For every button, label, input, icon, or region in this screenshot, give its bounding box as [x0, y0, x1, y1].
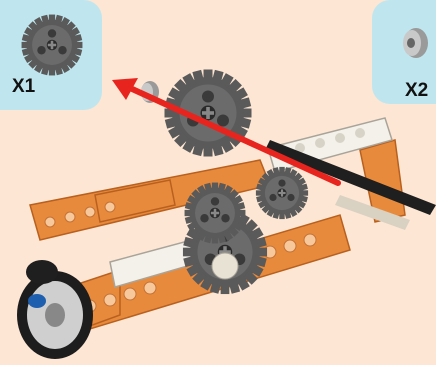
gear-mid [256, 167, 308, 219]
wheel-hub [26, 260, 58, 284]
gear-icon [22, 15, 83, 76]
bush-icon [403, 28, 428, 58]
wheel [17, 271, 93, 359]
gear-lower-top [185, 183, 246, 244]
